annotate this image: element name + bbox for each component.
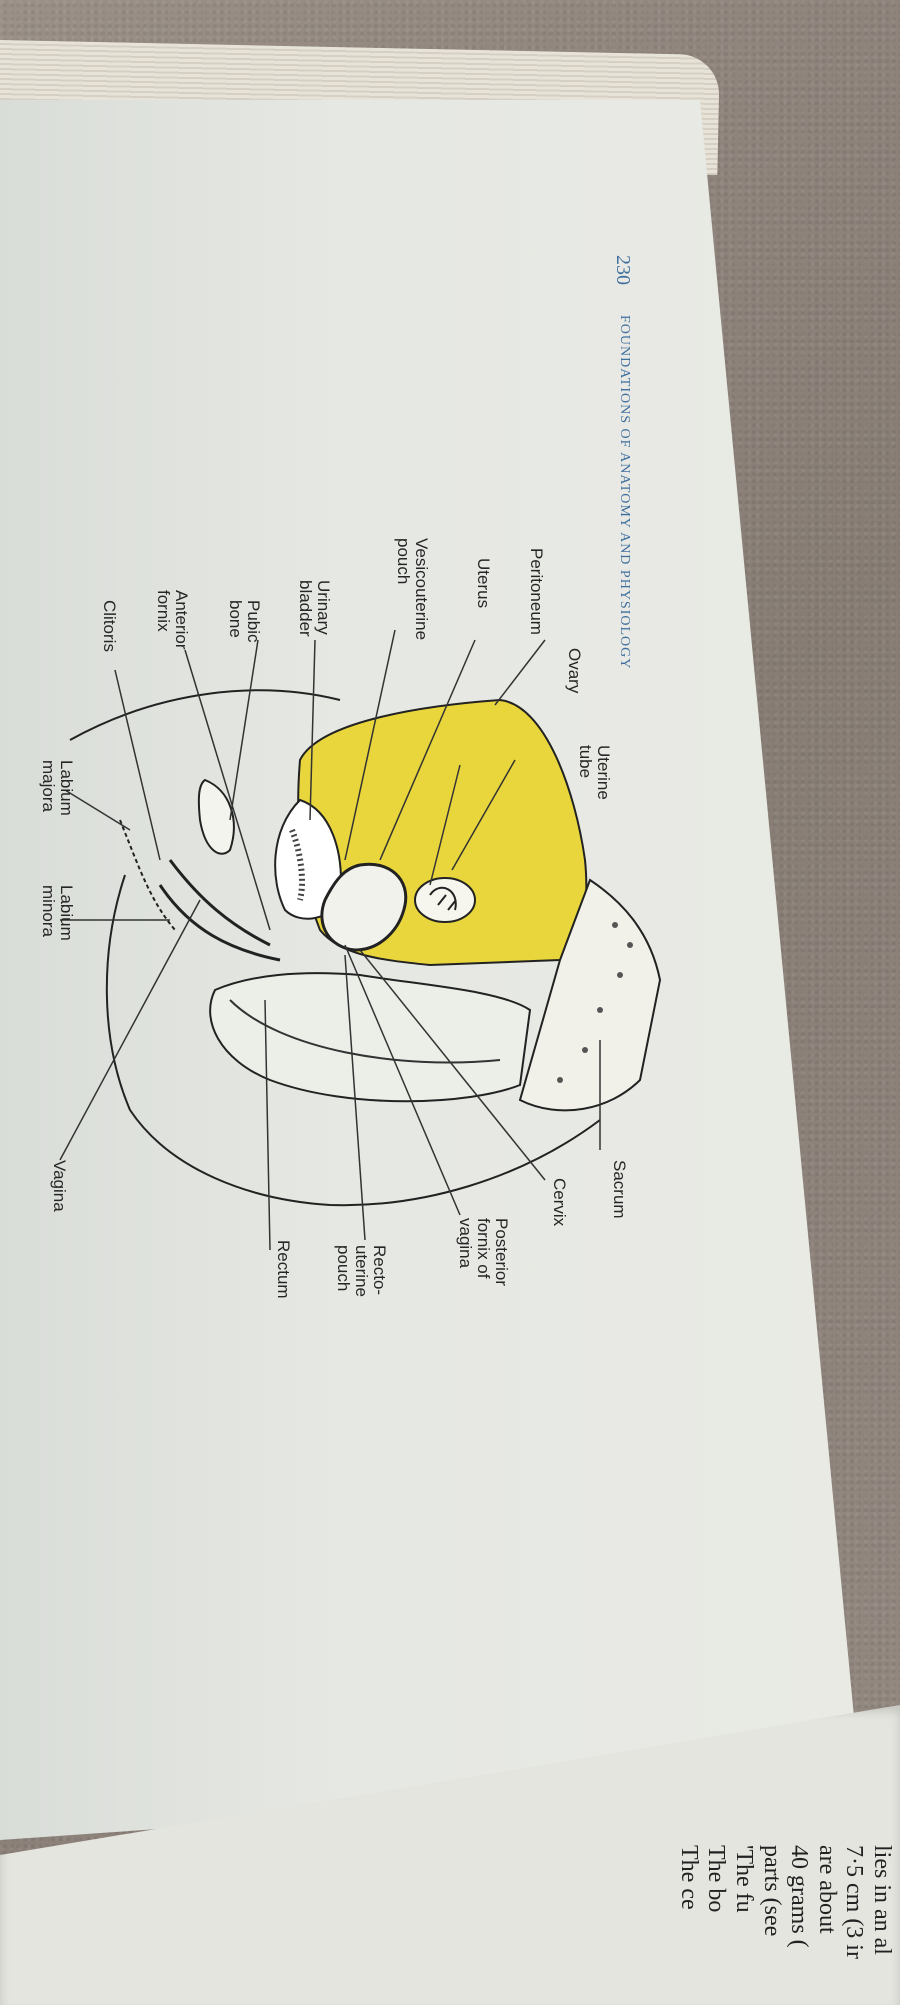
text-line: The bo — [703, 1845, 730, 1913]
label-cervix: Cervix — [550, 1178, 569, 1227]
rectum-shape — [209, 972, 532, 1103]
text-line: lies in an al — [869, 1845, 895, 1955]
sacrum-shape — [518, 878, 662, 1112]
label-labium-majora: Labium majora — [39, 760, 76, 816]
book-page — [0, 100, 860, 1840]
label-posterior-fornix: Posterior fornix of vagina — [456, 1218, 511, 1287]
text-line: 'The fu — [731, 1845, 758, 1913]
label-labium-minora: Labium minora — [39, 885, 76, 941]
text-line: parts (see — [758, 1845, 785, 1937]
label-pubic-bone: Pubic bone — [226, 600, 263, 643]
pubic-bone-shape — [197, 778, 235, 855]
label-vesicouterine-pouch: Vesicouterine pouch — [394, 538, 431, 641]
label-uterine-tube: Uterine tube — [576, 745, 613, 800]
label-recto-uterine-pouch: Recto- uterine pouch — [334, 1245, 389, 1297]
label-anterior-fornix: Anterior fornix — [154, 590, 191, 650]
body-outline — [69, 689, 601, 1207]
text-line: 7·5 cm (3 ir — [841, 1845, 868, 1959]
label-ovary: Ovary — [565, 648, 584, 694]
text-line: 40 grams ( — [786, 1845, 813, 1948]
label-vagina: Vagina — [50, 1160, 69, 1212]
label-urinary-bladder: Urinary bladder — [296, 580, 333, 637]
label-clitoris: Clitoris — [100, 600, 119, 652]
label-sacrum: Sacrum — [610, 1160, 629, 1219]
uterus-shape — [320, 862, 408, 952]
label-uterus: Uterus — [474, 558, 493, 609]
label-peritoneum: Peritoneum — [527, 548, 546, 635]
label-rectum: Rectum — [274, 1240, 293, 1299]
next-page-text: lies in an al 7·5 cm (3 ir are about 40 … — [674, 1845, 895, 1959]
text-line: are about — [813, 1845, 840, 1934]
text-line: The ce — [675, 1845, 702, 1910]
bladder-shape — [274, 798, 342, 920]
ovary-shape — [414, 877, 476, 923]
